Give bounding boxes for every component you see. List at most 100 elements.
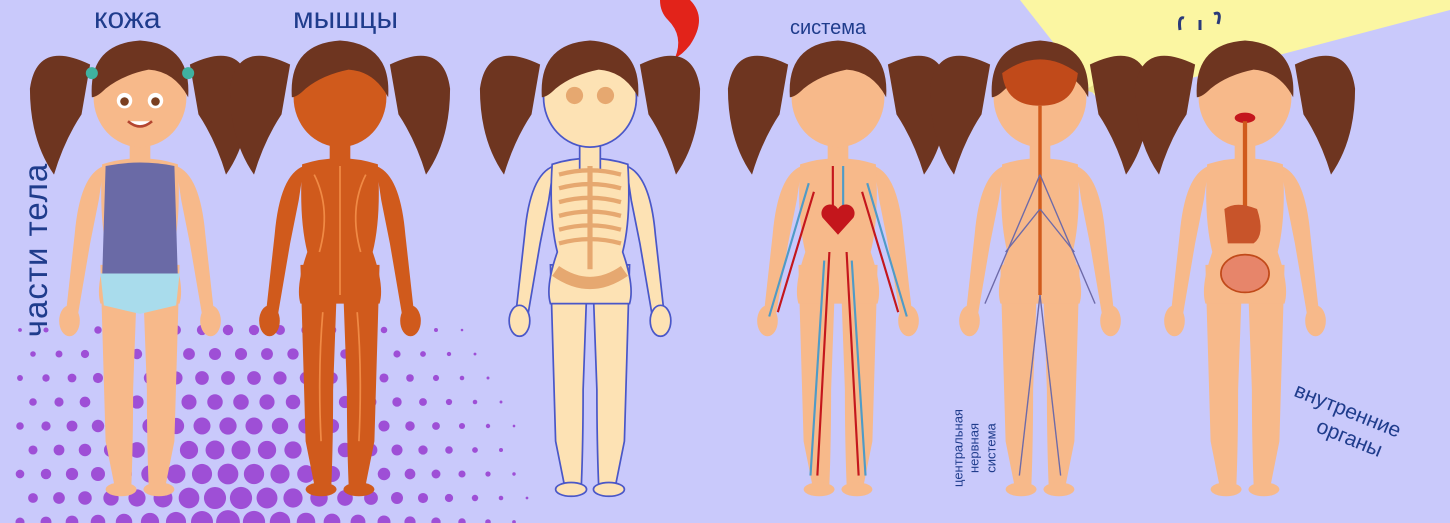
halftone-dots-decoration	[16, 325, 529, 523]
halftone-dot	[91, 515, 106, 523]
halftone-dot	[512, 472, 515, 475]
halftone-dot	[56, 351, 63, 358]
label-skin: кожа	[94, 2, 161, 36]
halftone-dot	[216, 510, 240, 523]
halftone-dot	[472, 495, 478, 501]
halftone-dot	[458, 470, 465, 477]
halftone-dot	[54, 445, 65, 456]
halftone-dot	[218, 464, 239, 485]
halftone-dot	[447, 352, 451, 356]
halftone-dot	[180, 441, 198, 459]
label-cns-line-2: нервная	[967, 388, 983, 508]
halftone-dot	[433, 375, 439, 381]
halftone-dot	[41, 517, 52, 523]
halftone-dot	[249, 325, 259, 335]
halftone-dot	[91, 467, 105, 481]
label-cns-line-1: центральная	[951, 388, 967, 508]
halftone-dot	[270, 464, 289, 483]
halftone-dot	[283, 488, 302, 507]
halftone-dot	[243, 511, 265, 523]
halftone-dot	[487, 377, 490, 380]
halftone-dot	[378, 420, 389, 431]
halftone-dot	[381, 327, 388, 334]
halftone-dot	[53, 492, 65, 504]
halftone-dot	[392, 397, 401, 406]
halftone-dot	[485, 519, 491, 523]
halftone-dot	[351, 515, 366, 523]
halftone-dot	[194, 418, 211, 435]
halftone-dot	[41, 421, 50, 430]
halftone-dot	[30, 351, 36, 357]
halftone-dot	[183, 348, 195, 360]
halftone-dot	[432, 470, 441, 479]
halftone-dot	[459, 423, 465, 429]
label-body-parts: части тела	[17, 163, 55, 337]
halftone-dot	[391, 492, 403, 504]
halftone-dot	[67, 421, 78, 432]
figure-circulatory-system	[728, 40, 948, 496]
halftone-dot	[446, 399, 452, 405]
halftone-dot	[235, 348, 247, 360]
halftone-dot	[221, 371, 235, 385]
halftone-dot	[259, 394, 274, 409]
halftone-dot	[378, 468, 391, 481]
halftone-dot	[473, 400, 478, 405]
halftone-dot	[261, 348, 273, 360]
halftone-dot	[461, 329, 464, 332]
halftone-dot	[418, 445, 427, 454]
halftone-dot	[207, 394, 223, 410]
halftone-dot	[297, 513, 316, 523]
halftone-dot	[419, 398, 427, 406]
halftone-dot	[247, 371, 261, 385]
halftone-dot	[179, 488, 200, 509]
halftone-dot	[420, 351, 426, 357]
halftone-dot	[92, 420, 104, 432]
halftone-dot	[445, 494, 453, 502]
halftone-dot	[287, 348, 298, 359]
halftone-dot	[257, 488, 278, 509]
halftone-dot	[472, 447, 478, 453]
halftone-dot	[28, 445, 37, 454]
halftone-dot	[404, 516, 415, 523]
halftone-dot	[16, 422, 24, 430]
halftone-dot	[391, 444, 402, 455]
halftone-dot	[66, 516, 79, 523]
figure-muscles	[230, 40, 450, 496]
halftone-dot	[499, 448, 503, 452]
halftone-dot	[93, 373, 103, 383]
halftone-dot	[167, 465, 186, 484]
halftone-dot	[245, 417, 262, 434]
label-muscles: мышцы	[293, 2, 398, 36]
halftone-dot	[232, 441, 251, 460]
halftone-dot	[272, 418, 288, 434]
halftone-dot	[230, 487, 252, 509]
halftone-dot	[192, 464, 212, 484]
halftone-dot	[233, 394, 249, 410]
halftone-dot	[94, 326, 101, 333]
halftone-dot	[204, 487, 226, 509]
halftone-dot	[166, 512, 186, 523]
halftone-dot	[28, 493, 38, 503]
halftone-dot	[54, 397, 63, 406]
halftone-dot	[258, 441, 276, 459]
halftone-dot	[209, 348, 221, 360]
halftone-dot	[406, 374, 414, 382]
halftone-dot	[405, 469, 416, 480]
halftone-dot	[526, 497, 529, 500]
halftone-dot	[195, 371, 209, 385]
halftone-dot	[486, 424, 490, 428]
halftone-dot	[66, 468, 78, 480]
halftone-dot	[284, 441, 301, 458]
halftone-dot	[405, 421, 414, 430]
red-arrow-icon	[660, 0, 699, 58]
label-circulatory-system: система	[790, 17, 866, 40]
figure-skin	[30, 40, 250, 496]
halftone-dot	[42, 374, 49, 381]
halftone-dot	[431, 517, 440, 523]
halftone-dot	[474, 353, 477, 356]
halftone-dot	[141, 513, 159, 523]
halftone-dot	[499, 496, 504, 501]
halftone-dot	[16, 470, 25, 479]
halftone-dot	[485, 471, 490, 476]
